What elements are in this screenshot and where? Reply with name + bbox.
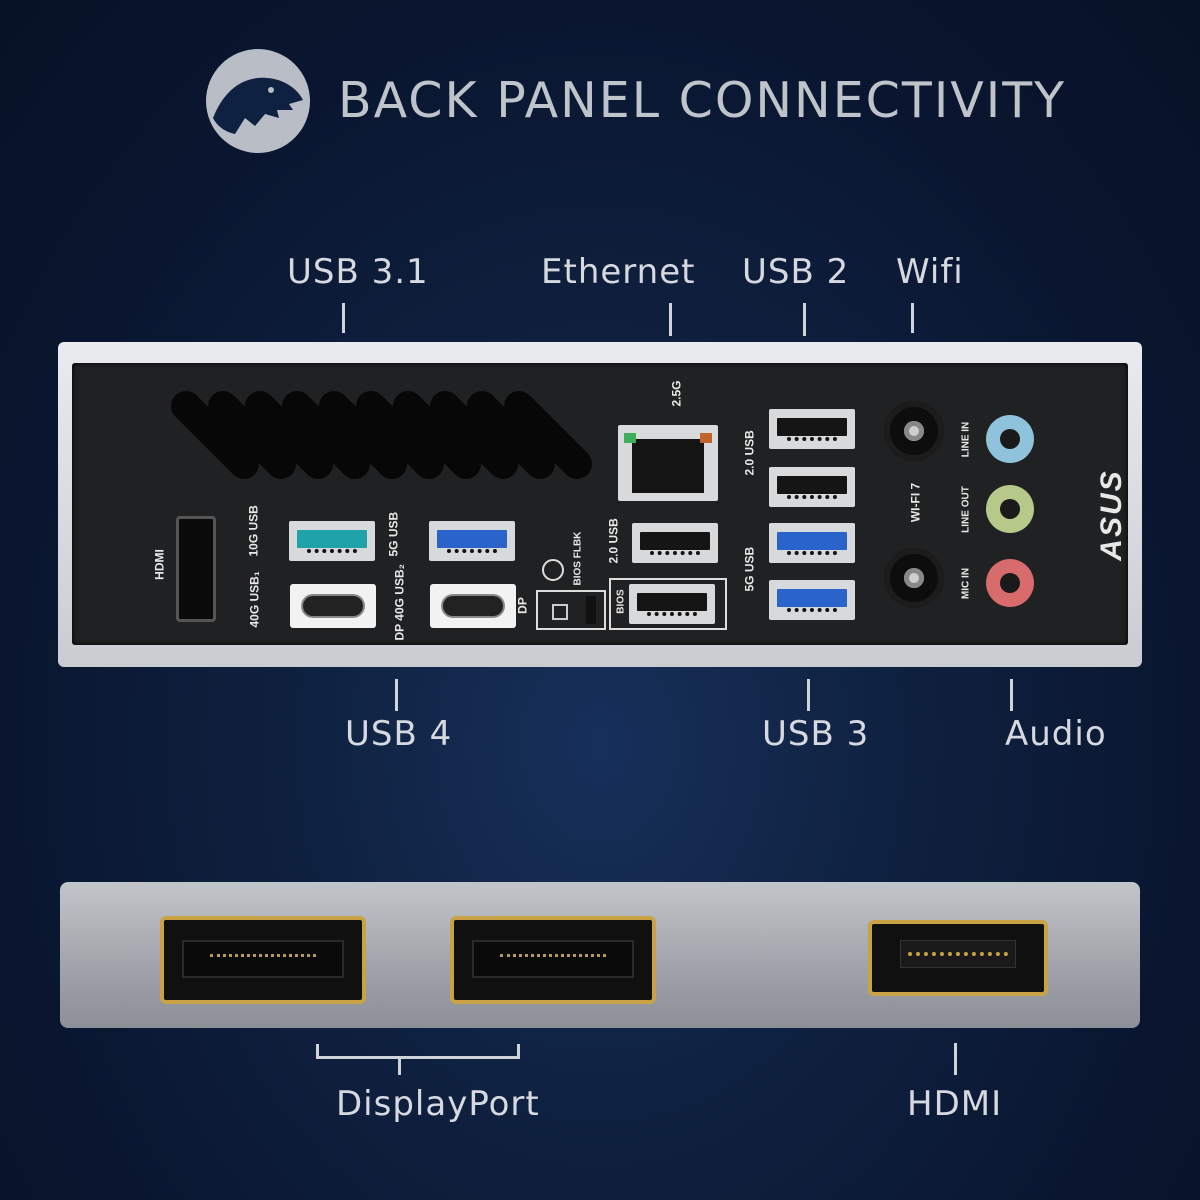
callout-usb4: USB 4 [345,714,453,754]
line-out-label: LINE OUT [960,486,972,533]
usb20-right-label: 2.0 USB [742,430,757,476]
callout-usb31-tick [342,303,345,333]
display-output-strip [60,882,1140,1028]
io-plate: HDMI 10G USB 5G USB 40G USB₁ DP 40G USB₂… [72,363,1128,645]
bios-usb-port [629,584,715,624]
wifi7-label: WI-FI 7 [908,482,923,523]
displayport-connector-2 [450,916,656,1004]
ethernet-port [618,425,718,501]
usb10g-port [289,521,375,561]
callout-audio: Audio [1005,714,1107,754]
usb5g-right-label: 5G USB [742,546,757,592]
usb20-mid-port [632,523,718,563]
callout-usb31: USB 3.1 [287,252,429,292]
usb5g-right-port-1 [769,523,855,563]
dp-label: DP [515,597,530,614]
hdmi-connector [868,920,1048,996]
bios-usb-frame [609,578,727,630]
bios-flbk-label: BIOS FLBK [572,531,584,586]
usb5g-left-port [429,521,515,561]
usb4-1-label: 40G USB₁ [247,571,262,628]
callout-usb2: USB 2 [742,252,850,292]
callout-ethernet: Ethernet [541,252,696,292]
callout-hdmi: HDMI [907,1084,1003,1124]
dinosaur-head-logo-icon [206,49,310,153]
callout-usb3: USB 3 [762,714,870,754]
callout-audio-tick [1010,679,1013,711]
usb20-right-port-2 [769,467,855,507]
displayport-bracket [316,1044,520,1059]
usb4-port-2 [430,584,516,628]
line-in-label: LINE IN [960,421,972,458]
bios-flashback-icon [542,559,564,581]
callout-wifi-tick [911,303,914,333]
usb20-right-port-1 [769,409,855,449]
callout-displayport: DisplayPort [336,1084,540,1124]
displayport-connector-1 [160,916,366,1004]
usb4-port-1 [290,584,376,628]
line-out-jack [986,485,1034,533]
lan-speed-label: 2.5G [669,380,684,407]
mic-in-jack [986,559,1034,607]
callout-displayport-tick [398,1059,401,1075]
usb5g-right-port-2 [769,580,855,620]
callout-hdmi-tick [954,1043,957,1075]
callout-usb4-tick [395,679,398,711]
wifi-antenna-connector-1 [884,401,944,461]
line-in-jack [986,415,1034,463]
usb10g-label: 10G USB [246,505,261,557]
hdmi-port-panel [176,516,216,622]
callout-wifi: Wifi [896,252,964,292]
bios-flashback-button [536,590,606,630]
wifi-antenna-connector-2 [884,548,944,608]
callout-ethernet-tick [669,303,672,336]
mic-in-label: MIC IN [960,567,972,600]
usb20-mid-label: 2.0 USB [606,518,621,564]
usb4-2-label: DP 40G USB₂ [392,564,407,641]
hdmi-port-label: HDMI [152,549,167,580]
page-title: BACK PANEL CONNECTIVITY [338,72,1067,129]
usb5g-left-label: 5G USB [386,511,401,557]
brand-logo: ASUS [1095,469,1128,561]
callout-usb2-tick [803,303,806,336]
callout-usb3-tick [807,679,810,711]
